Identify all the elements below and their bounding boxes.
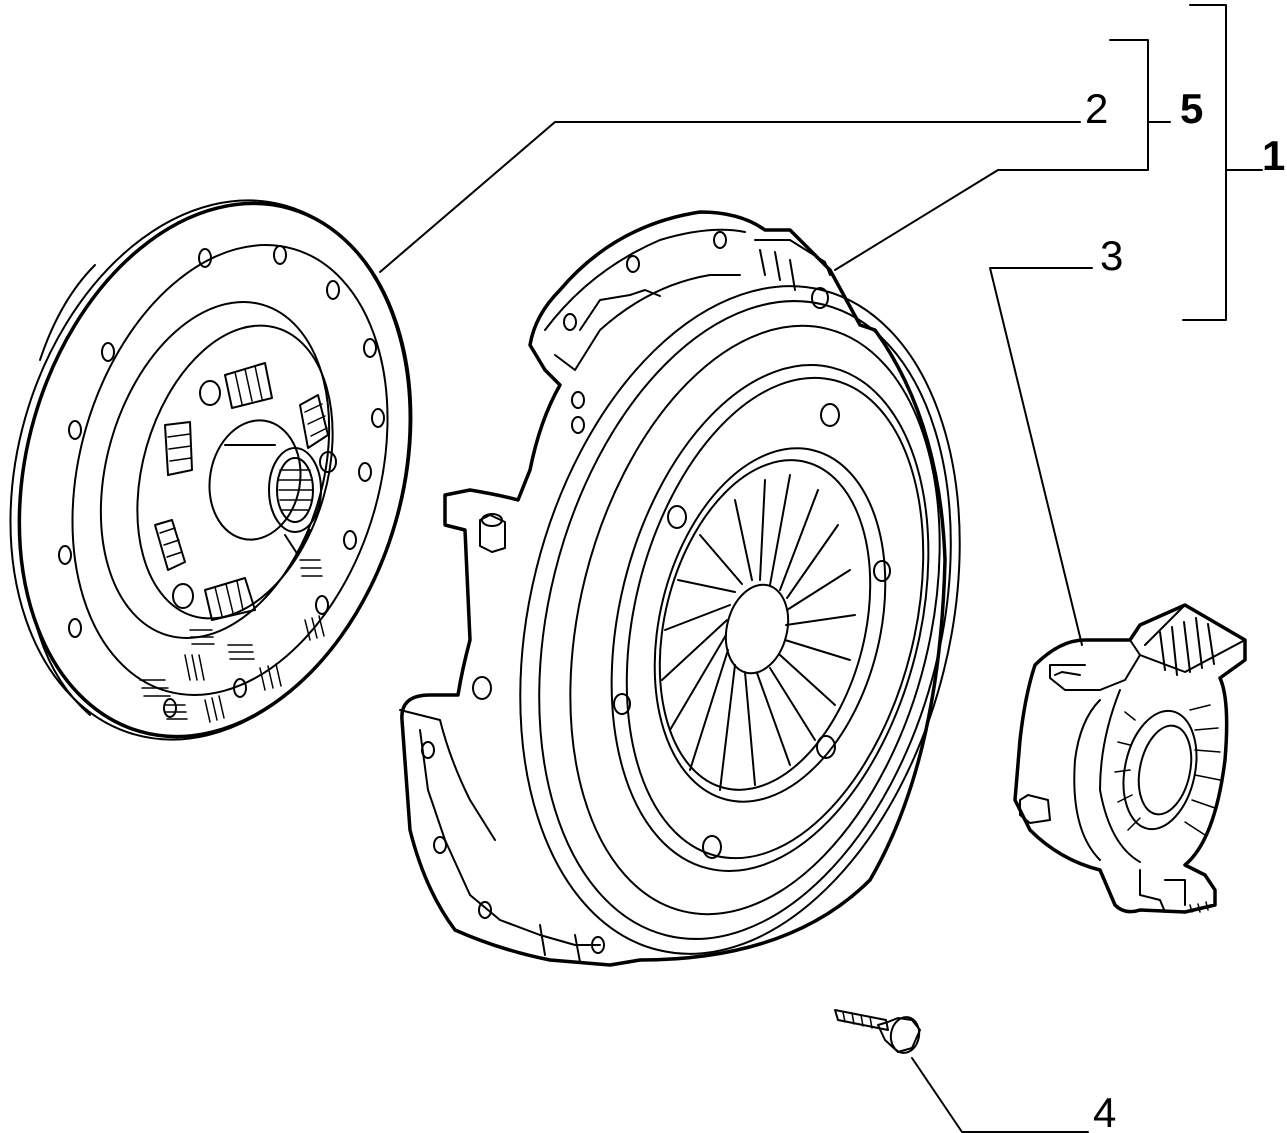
callout-labels: 2 5 1 3 4	[1085, 85, 1285, 1133]
pressure-plate-assembly[interactable]	[399, 210, 1026, 1001]
clutch-disc[interactable]	[0, 153, 471, 788]
callout-label-4: 4	[1093, 1089, 1116, 1133]
friction-texture	[139, 559, 325, 723]
bolt[interactable]	[834, 1009, 922, 1055]
plate-rivets	[613, 403, 891, 859]
damper-springs	[154, 362, 329, 621]
diaphragm-spring	[661, 474, 856, 791]
callout-label-5: 5	[1180, 85, 1203, 132]
splined-hub	[208, 419, 322, 556]
disc-rivet-holes	[58, 245, 385, 718]
cover-bolt-holes	[421, 231, 829, 954]
release-bearing[interactable]	[1013, 603, 1247, 914]
leader-lines	[379, 4, 1263, 1133]
callout-label-1: 1	[1262, 132, 1285, 179]
callout-label-2: 2	[1085, 85, 1108, 132]
callout-label-3: 3	[1100, 232, 1123, 279]
